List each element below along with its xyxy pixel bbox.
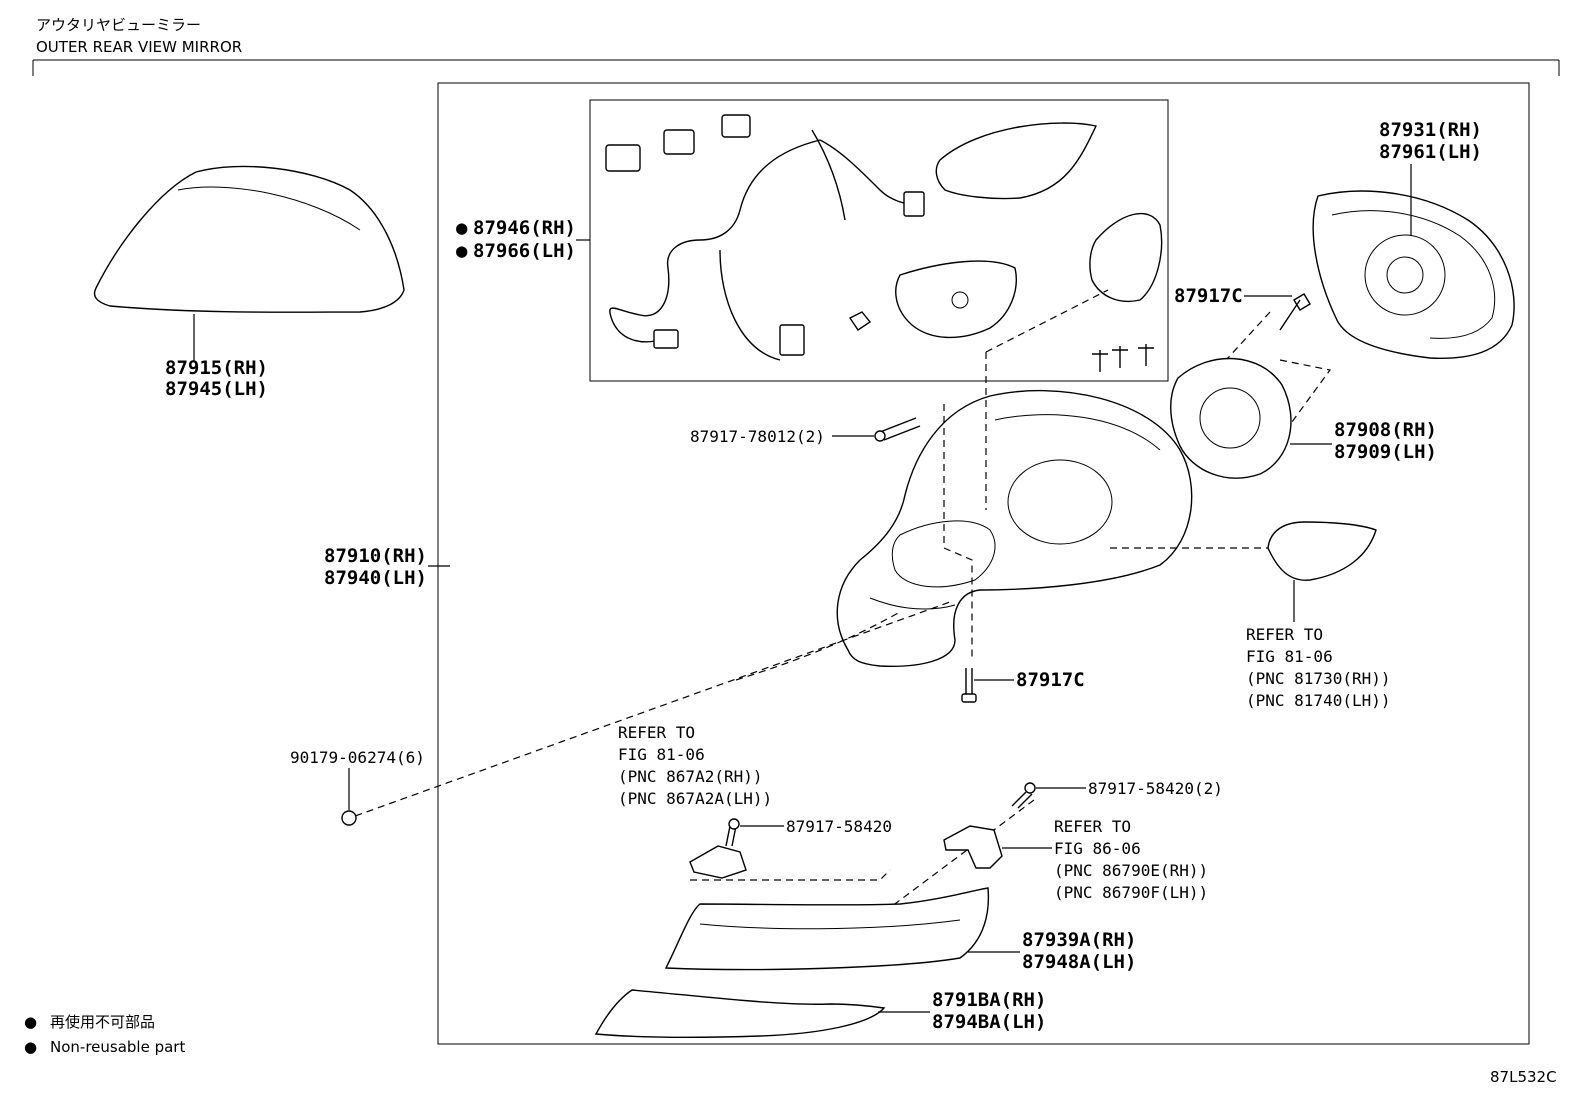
assembly-line-5 (735, 611, 901, 681)
mirror-cover-drawing (93, 165, 405, 313)
legend-bullet-jp: ● (24, 1013, 37, 1031)
header-bracket (32, 59, 1560, 76)
turn-signal-drawing (1267, 521, 1377, 581)
assembly-line-1 (943, 404, 973, 660)
heater-plate-drawing (895, 260, 1017, 339)
lower-cover-drawing (664, 887, 990, 971)
label-87945-lh: 87945(LH) (165, 378, 268, 400)
label-87917-78012: 87917-78012(2) (690, 427, 825, 446)
figure-code: 87L532C (1490, 1068, 1557, 1086)
wire-harness-drawing (605, 114, 925, 361)
note-lamp-line1: REFER TO (1054, 817, 1131, 836)
screw-87917c-bottom-drawing (961, 668, 977, 703)
title-english: OUTER REAR VIEW MIRROR (36, 38, 242, 56)
legend-english: Non-reusable part (50, 1038, 185, 1056)
label-87966-lh: 87966(LH) (473, 240, 576, 262)
screws-drawing (1092, 344, 1154, 372)
note-lamp-line2: FIG 86-06 (1054, 839, 1141, 858)
bullet-87966: ● (456, 240, 468, 262)
label-87931-rh: 87931(RH) (1379, 119, 1482, 141)
label-87915-rh: 87915(RH) (165, 357, 268, 379)
label-87917-58420-b: 87917-58420(2) (1088, 779, 1223, 798)
title-japanese: アウタリヤビューミラー (36, 16, 201, 34)
label-87961-lh: 87961(LH) (1379, 141, 1482, 163)
label-8794ba-lh: 8794BA(LH) (932, 1011, 1046, 1033)
label-87939a-rh: 87939A(RH) (1022, 929, 1136, 951)
note-lamp-line3: (PNC 86790E(RH)) (1054, 861, 1208, 880)
camera-drawing (689, 818, 747, 879)
note-turn-signal-line2: FIG 81-06 (1246, 647, 1333, 666)
note-turn-signal-line4: (PNC 81740(LH)) (1246, 691, 1391, 710)
note-camera-line2: FIG 81-06 (618, 745, 705, 764)
assembly-line-2 (985, 289, 1109, 353)
label-87946-rh: 87946(RH) (473, 217, 576, 239)
label-87917c-top: 87917C (1174, 285, 1243, 307)
note-camera-line4: (PNC 867A2A(LH)) (618, 789, 772, 808)
mirror-glass-drawing (935, 122, 1098, 200)
screw-87917c-top-drawing (1279, 293, 1311, 331)
note-camera-line1: REFER TO (618, 723, 695, 742)
note-turn-signal-line1: REFER TO (1246, 625, 1323, 644)
note-turn-signal-line3: (PNC 81730(RH)) (1246, 669, 1391, 688)
label-87917-58420-a: 87917-58420 (786, 817, 892, 836)
label-87948a-lh: 87948A(LH) (1022, 951, 1136, 973)
screw-87917-78012-drawing (874, 417, 921, 442)
mirror-housing-drawing (836, 389, 1193, 667)
screw-87917-58420-b-drawing (1011, 782, 1036, 809)
assembly-line-9 (690, 869, 891, 881)
motor-drawing (1170, 357, 1292, 479)
note-lamp-line4: (PNC 86790F(LH)) (1054, 883, 1208, 902)
label-87940-lh: 87940(LH) (324, 567, 427, 589)
mirror-back-drawing (1312, 190, 1515, 359)
label-8791ba-rh: 8791BA(RH) (932, 989, 1046, 1011)
note-camera-line3: (PNC 867A2(RH)) (618, 767, 763, 786)
actuator-drawing (1089, 212, 1163, 302)
nut-90179-drawing (341, 810, 357, 826)
label-87909-lh: 87909(LH) (1334, 441, 1437, 463)
assembly-frame (437, 82, 1530, 1045)
clip-drawing (848, 311, 872, 331)
lamp-bracket-drawing (943, 825, 1003, 869)
label-87908-rh: 87908(RH) (1334, 419, 1437, 441)
label-87917c-bottom: 87917C (1016, 669, 1085, 691)
garnish-drawing (594, 989, 886, 1039)
bullet-87946: ● (456, 217, 468, 239)
legend-japanese: 再使用不可部品 (50, 1013, 155, 1031)
label-87910-rh: 87910(RH) (324, 545, 427, 567)
legend-bullet-en: ● (24, 1038, 37, 1056)
label-90179-06274: 90179-06274(6) (290, 748, 425, 767)
